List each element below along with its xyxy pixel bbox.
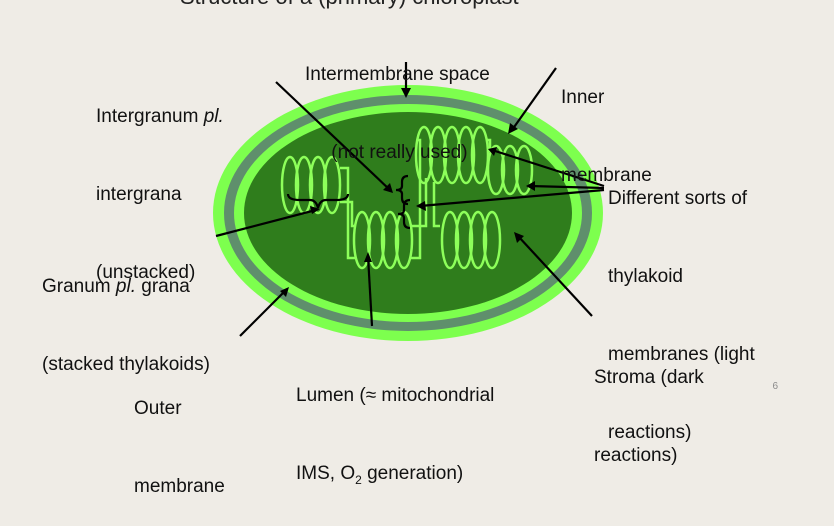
label-lumen-text: IMS, O [296,463,356,484]
label-lumen-line1: Lumen (≈ mitochondrial [296,385,495,406]
granum-right [486,144,534,196]
pointer-lumen [366,255,374,327]
intergranum-brace-large [397,198,411,230]
label-intergranum-line3: (unstacked) [96,262,196,283]
label-intergranum-pl: pl. [203,106,224,127]
label-intermembrane-line1: Intermembrane space [305,64,490,85]
chloroplast-diagram [213,62,605,341]
label-intermembrane-line2: (not really used) [331,142,468,163]
arrowheads [280,88,535,297]
label-lumen-text2: generation) [361,463,464,484]
page-number: 6 [772,381,778,392]
label-thylakoid-line1: Different sorts of [608,188,748,209]
label-thylakoid-sorts: Different sorts of thylakoid membranes (… [608,134,755,472]
label-outer-membrane: Outer membrane [134,344,225,526]
label-outer-line2: membrane [134,476,225,497]
label-granum: Granum pl. grana (stacked thylakoids) [42,222,210,404]
slide-title: Structure of a (primary) chloroplast [180,0,519,10]
label-granum-pl: pl. [115,276,136,297]
label-intergranum-line1: Intergranum pl. [96,104,224,130]
label-intermembrane-space: Intermembrane space (not really used) [305,10,490,192]
label-granum-text: Granum [42,276,116,297]
pointer-thylakoid-3 [419,188,605,208]
label-granum-text2: grana [136,276,190,297]
label-granum-line2: (stacked thylakoids) [42,354,210,375]
braces [286,174,411,230]
label-inner-line2: membrane [561,165,652,186]
label-lumen-line2: IMS, O2 generation) [296,461,494,493]
label-stroma: Stroma (dark reactions) [594,313,704,495]
pointer-thylakoid-2 [529,184,605,190]
thylakoid-system [280,125,534,270]
label-intergranum-line2: intergrana [96,184,182,205]
label-granum-line1: Granum pl. grana [42,274,210,300]
label-thylakoid-line2: thylakoid [608,266,683,287]
label-outer-line1: Outer [134,398,182,419]
label-stroma-line2: reactions) [594,445,678,466]
label-intergranum-text: Intergranum [96,106,204,127]
intergranum-lamellae [340,138,492,260]
pointer-outer-membrane [239,289,287,337]
pointer-inner-membrane [511,67,557,131]
pointer-granum [215,208,317,238]
label-inner-membrane: Inner membrane [561,33,652,215]
intergranum-brace-small [395,174,409,206]
label-inner-line1: Inner [561,87,605,108]
granum-lower [352,210,502,270]
label-stroma-line1: Stroma (dark [594,367,704,388]
label-thylakoid-line3: membranes (light [608,344,755,365]
pointer-stroma [517,235,593,317]
label-lumen-subscript: 2 [355,472,362,487]
granum-brace [286,193,350,209]
label-intergranum: Intergranum pl. intergrana (unstacked) [96,52,224,312]
pointer-intergranum [275,81,391,191]
granum-upper [414,125,490,185]
pointer-thylakoid-1 [491,148,605,188]
label-lumen: Lumen (≈ mitochondrial IMS, O2 generatio… [296,331,494,519]
granum-left [280,155,342,215]
